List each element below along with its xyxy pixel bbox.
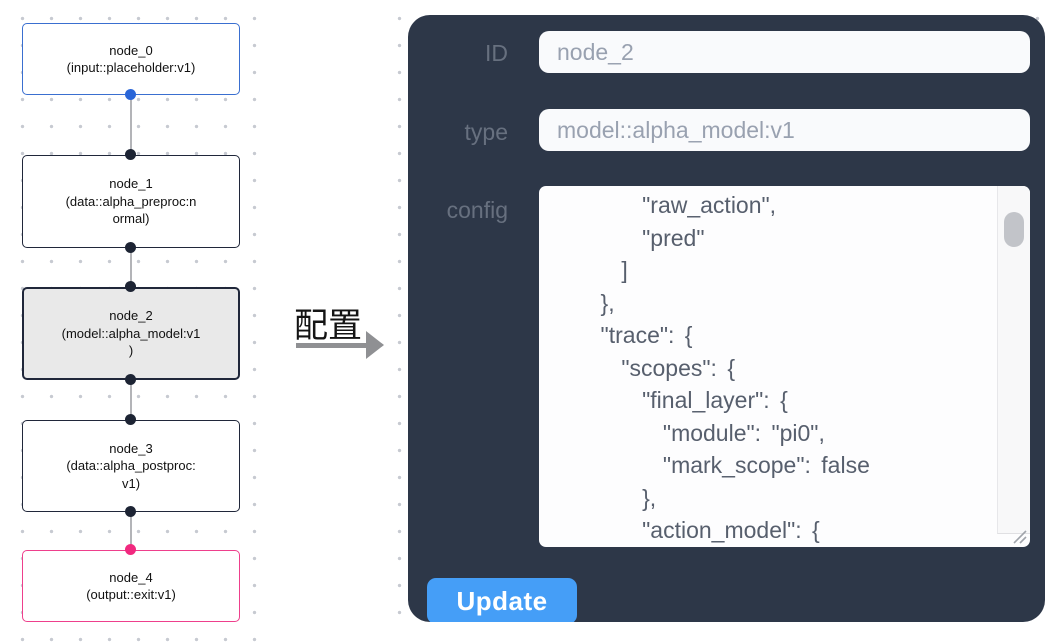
node-title: node_0 (109, 42, 153, 58)
config-scrollbar[interactable] (997, 186, 1030, 534)
port-dot-node_4-in[interactable] (125, 544, 136, 555)
port-dot-node_3-out[interactable] (125, 506, 136, 517)
id-field-label: ID (485, 40, 508, 66)
right-arrow-icon (296, 343, 368, 348)
port-dot-node_0-out[interactable] (125, 89, 136, 100)
flow-node-node_4[interactable]: node_4 (output::exit:v1) (22, 550, 240, 622)
config-field-label: config (446, 197, 508, 223)
flow-node-node_0[interactable]: node_0 (input::placeholder:v1) (22, 23, 240, 95)
right-arrow-icon (366, 331, 384, 359)
config-annotation-label: 配置 (294, 307, 362, 345)
node-type-line: (data::alpha_preproc:n (65, 193, 197, 209)
node-type-line: (input::placeholder:v1) (66, 60, 196, 75)
node-title: node_2 (109, 308, 153, 324)
resize-grip-icon[interactable] (1010, 527, 1028, 545)
node-config-panel: ID type config "raw_action", "pred" ] },… (408, 15, 1045, 622)
type-input[interactable] (539, 109, 1030, 151)
port-dot-node_1-out[interactable] (125, 242, 136, 253)
type-field-label: type (464, 119, 508, 145)
node-title: node_3 (109, 440, 153, 456)
node-type-line: ) (128, 343, 134, 359)
node-title: node_1 (109, 176, 153, 192)
port-dot-node_2-out[interactable] (125, 374, 136, 385)
flow-node-node_2-selected[interactable]: node_2 (model::alpha_model:v1 ) (22, 287, 240, 380)
id-input[interactable] (539, 31, 1030, 73)
flow-node-node_3[interactable]: node_3 (data::alpha_postproc: v1) (22, 420, 240, 512)
port-dot-node_3-in[interactable] (125, 414, 136, 425)
config-scrollbar-thumb[interactable] (1004, 212, 1024, 247)
config-json-text[interactable]: "raw_action", "pred" ] }, "trace": { "sc… (600, 192, 870, 543)
node-type-line: v1) (121, 475, 141, 491)
node-type-line: (data::alpha_postproc: (66, 458, 196, 474)
background-gap (395, 622, 1062, 643)
background-gap (275, 0, 395, 643)
node-type-line: ormal) (112, 211, 150, 227)
flow-node-node_1[interactable]: node_1 (data::alpha_preproc:n ormal) (22, 155, 240, 248)
node-type-line: (output::exit:v1) (86, 587, 176, 602)
node-type-line: (model::alpha_model:v1 (61, 325, 201, 341)
port-dot-node_1-in[interactable] (125, 149, 136, 160)
port-dot-node_2-in[interactable] (125, 281, 136, 292)
node-title: node_4 (109, 569, 153, 585)
config-textarea[interactable]: "raw_action", "pred" ] }, "trace": { "sc… (539, 186, 1030, 547)
update-button[interactable]: Update (427, 578, 577, 622)
